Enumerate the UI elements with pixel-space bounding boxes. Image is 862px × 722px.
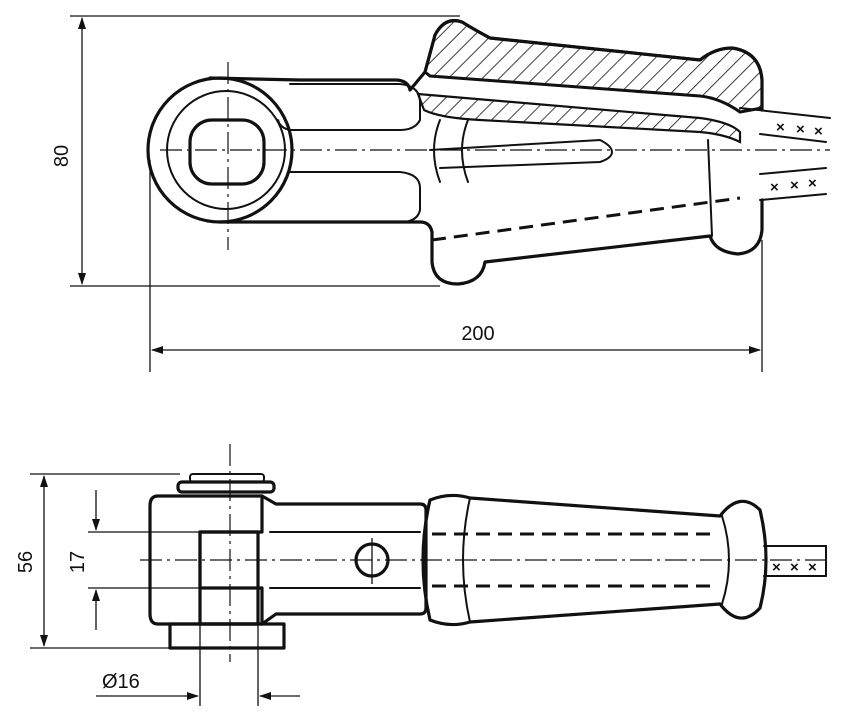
- rope-mark: ×: [776, 119, 785, 136]
- dimension-length-top: 200: [149, 160, 763, 372]
- dimension-label-200: 200: [461, 323, 494, 345]
- top-view: × × × × × × 80 200: [51, 15, 831, 372]
- rope-mark: ×: [808, 175, 817, 192]
- rope-mark: ×: [770, 179, 779, 196]
- eye-slot: [188, 118, 266, 186]
- pin-shank: [198, 530, 260, 626]
- rope-mark: ×: [808, 559, 817, 576]
- eye-inner-circle: [166, 90, 286, 210]
- arc-line-1: [433, 119, 441, 183]
- dimension-height-top: 80: [51, 15, 460, 287]
- bottom-view: × × × 56 17 Ø16: [15, 444, 830, 706]
- hidden-line-top: [431, 196, 741, 242]
- fork-body: [148, 494, 264, 626]
- pin-head: [176, 480, 276, 494]
- inner-recess-lower: [289, 171, 421, 223]
- dimension-label-d16: Ø16: [102, 671, 140, 693]
- socket-arc-left: [462, 497, 471, 623]
- dimension-label-56: 56: [15, 551, 37, 573]
- rope-mark: ×: [796, 121, 805, 138]
- inner-recess-upper: [277, 83, 421, 131]
- hatched-inner-wedge: [416, 92, 742, 144]
- dimension-diameter: Ø16: [96, 624, 300, 706]
- rope-mark: ×: [772, 559, 781, 576]
- right-neck-line: [707, 139, 713, 237]
- dimension-inner-bottom: 17: [67, 490, 200, 630]
- body-outline-lower: [218, 198, 764, 286]
- dimension-label-80: 80: [51, 145, 73, 167]
- arc-line-2: [461, 119, 469, 183]
- rope-top: × × × × × ×: [739, 107, 831, 201]
- socket-arc-right: [721, 515, 730, 605]
- rope-bottom: × × ×: [763, 545, 827, 577]
- shank-section: [260, 494, 428, 626]
- dimension-label-17: 17: [67, 551, 89, 573]
- rope-mark: ×: [814, 123, 823, 140]
- rope-mark: ×: [790, 559, 799, 576]
- pin-nut: [168, 622, 286, 650]
- hatched-section: [423, 19, 764, 114]
- dimension-height-bottom: 56: [15, 473, 180, 649]
- pin-head-top: [189, 473, 265, 483]
- rope-mark: ×: [790, 177, 799, 194]
- socket-body: [421, 493, 768, 627]
- tongue: [429, 138, 614, 169]
